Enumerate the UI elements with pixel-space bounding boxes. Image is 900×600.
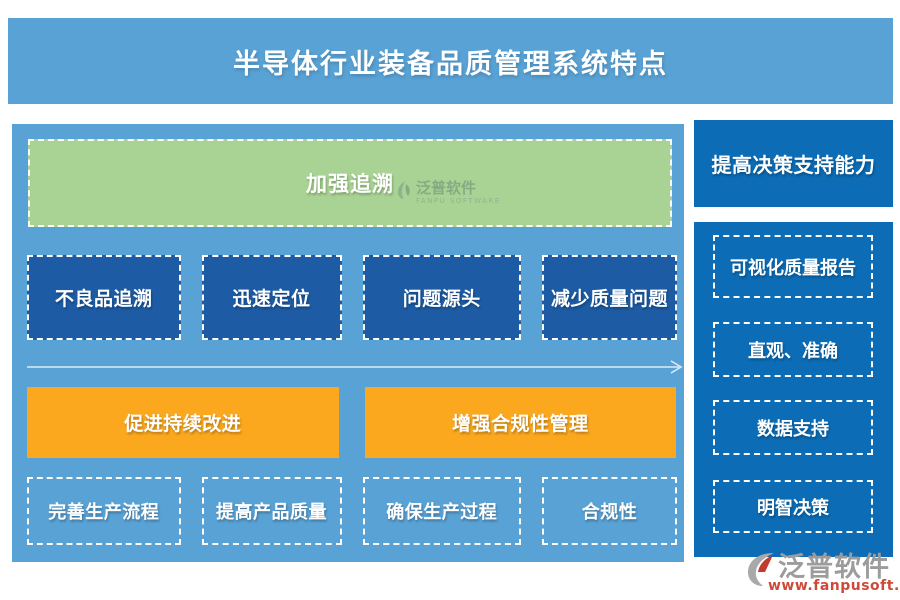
fanpu-watermark-icon [396,180,412,204]
sidebar-item-label: 明智决策 [757,497,829,519]
flow-arrow-icon [27,360,683,374]
fanpu-logo-icon [746,551,776,591]
page-title: 半导体行业装备品质管理系统特点 [233,48,668,80]
fanpu-brand-text: 泛普软件 [778,552,890,583]
watermark-brand: 泛普软件 [416,179,477,197]
improvement-row: 促进持续改进 增强合规性管理 [27,387,676,458]
fanpu-logo: 泛普软件 www.fanpusoft.com [744,547,900,595]
feature-label: 问题源头 [402,288,481,310]
outcome-box-production: 确保生产过程 [362,477,521,545]
header-bar: 半导体行业装备品质管理系统特点 [8,18,893,104]
feature-label: 减少质量问题 [550,288,668,310]
feature-row: 不良品追溯 迅速定位 问题源头 减少质量问题 [27,255,677,340]
improvement-label: 增强合规性管理 [451,413,589,435]
sidebar-title-box: 提高决策支持能力 [694,120,893,207]
outcome-row: 完善生产流程 提高产品质量 确保生产过程 合规性 [27,477,677,545]
sidebar-panel: 可视化质量报告 直观、准确 数据支持 明智决策 [694,222,893,557]
outcome-label: 提高产品质量 [216,502,328,523]
feature-box-rapid-locate: 迅速定位 [201,255,342,340]
sidebar: 提高决策支持能力 可视化质量报告 直观、准确 数据支持 明智决策 [694,120,893,557]
outcome-box-process: 完善生产流程 [27,477,181,545]
feature-box-reduce-issues: 减少质量问题 [541,255,677,340]
sidebar-item-intuitive-accurate: 直观、准确 [713,322,873,377]
sidebar-item-data-support: 数据支持 [713,400,873,455]
sidebar-item-label: 可视化质量报告 [730,257,856,279]
main-panel: 加强追溯 泛普软件 FANPU SOFTWARE 不良品追溯 迅速定 [12,124,684,562]
trace-box: 加强追溯 泛普软件 FANPU SOFTWARE [28,139,672,227]
improvement-box-continuous: 促进持续改进 [27,387,339,458]
improvement-label: 促进持续改进 [124,413,242,435]
sidebar-item-visual-report: 可视化质量报告 [713,235,873,298]
outcome-label: 完善生产流程 [48,502,160,523]
feature-label: 不良品追溯 [55,288,153,310]
outcome-label: 合规性 [581,502,638,523]
watermark-subtitle: FANPU SOFTWARE [416,197,501,205]
fanpu-url-text: www.fanpusoft.com [768,578,900,594]
sidebar-item-label: 直观、准确 [748,340,838,362]
outcome-box-compliance: 合规性 [541,477,677,545]
trace-box-label: 加强追溯 [306,172,394,196]
feature-box-problem-source: 问题源头 [362,255,521,340]
outcome-box-quality: 提高产品质量 [201,477,342,545]
feature-label: 迅速定位 [232,288,311,310]
improvement-box-compliance: 增强合规性管理 [364,387,676,458]
sidebar-title: 提高决策支持能力 [711,153,876,177]
sidebar-item-wise-decision: 明智决策 [713,480,873,533]
watermark-text: 泛普软件 FANPU SOFTWARE [416,179,501,206]
feature-box-defect-trace: 不良品追溯 [27,255,181,340]
watermark: 泛普软件 FANPU SOFTWARE [396,180,501,205]
sidebar-item-label: 数据支持 [757,418,829,440]
outcome-label: 确保生产过程 [386,502,498,523]
